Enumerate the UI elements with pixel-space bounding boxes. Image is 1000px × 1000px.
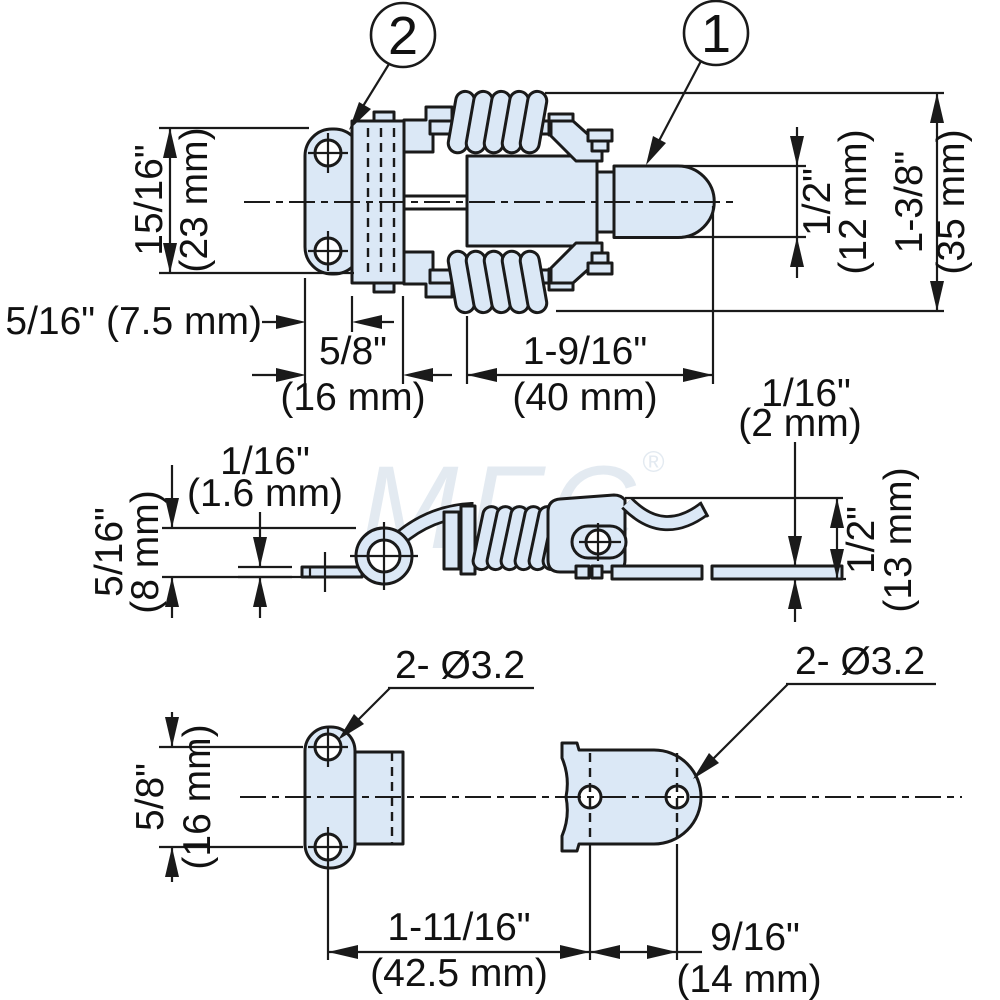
dim-plate-hole-spacing: 5/8" (16 mm): [129, 712, 303, 882]
spring-top-coils: [446, 89, 549, 155]
callout-holes-left: 2- Ø3.2: [338, 644, 534, 740]
watermark-registered-mark: ®: [642, 446, 665, 479]
dim-bar-height-mm: (8 mm): [124, 490, 167, 613]
dim-bar-thickness: 1/16" (1.6 mm): [187, 440, 343, 618]
spring-bottom-assembly: [402, 241, 614, 315]
balloon-2: 2: [349, 1, 437, 130]
dim-plate-height-mm: (23 mm): [173, 127, 216, 272]
dim-hinge-width-in: 5/8": [319, 330, 387, 373]
dim-latch-width-mm: (12 mm): [832, 129, 875, 274]
dim-keeper-hole-spacing-mm: (14 mm): [676, 958, 821, 1000]
dim-latch-width-in: 1/2": [796, 168, 839, 236]
dim-bar-thickness-in: 1/16": [220, 440, 310, 483]
side-view: 5/16" (8 mm) 1/16" (1.6 mm) 1/16" (2 mm)…: [88, 372, 920, 622]
dim-mounting-distance-mm: (42.5 mm): [370, 952, 548, 995]
release-lever: [621, 497, 710, 531]
dim-overall-height: 1-3/8" (35 mm): [545, 91, 973, 313]
hook: [350, 502, 474, 590]
callout-holes-left-label: 2- Ø3.2: [395, 644, 525, 687]
dim-hole-offset-label: 5/16" (7.5 mm): [5, 300, 262, 343]
dim-plate-hole-spacing-mm: (16 mm): [176, 724, 219, 869]
dim-hinge-width-mm: (16 mm): [280, 376, 425, 419]
keeper-plate: [610, 564, 844, 581]
callout-holes-right: 2- Ø3.2: [693, 640, 936, 779]
side-body: [546, 493, 628, 580]
dim-mounting-distance-in: 1-11/16": [387, 906, 530, 949]
dim-spring-length-mm: (40 mm): [512, 376, 657, 419]
dim-latch-width: 1/2" (12 mm): [682, 127, 875, 278]
dim-keeper-thickness-mm: (2 mm): [738, 402, 861, 445]
dim-keeper-hole-spacing: 9/16" (14 mm): [590, 844, 822, 1000]
spring-bottom-coils: [446, 249, 549, 315]
dim-overall-height-in: 1-3/8": [888, 151, 931, 254]
callout-holes-right-label: 2- Ø3.2: [795, 640, 925, 683]
dim-hole-offset: 5/16" (7.5 mm): [5, 278, 394, 384]
dim-spring-length: 1-9/16" (40 mm): [465, 206, 715, 419]
dim-hinge-width: 5/8" (16 mm): [252, 296, 452, 419]
balloon-1: 1: [646, 0, 750, 165]
hidden-pin-lines: [366, 128, 396, 277]
plate-holes: [308, 133, 348, 271]
dim-bar-height-in: 5/16": [88, 507, 131, 597]
dim-lever-height-mm: (13 mm): [877, 467, 920, 612]
dim-lever-height: 1/2" (13 mm): [820, 467, 920, 613]
balloon-2-label: 2: [388, 6, 418, 66]
dim-keeper-thickness-in: 1/16": [761, 372, 851, 415]
dim-plate-hole-spacing-in: 5/8": [129, 763, 172, 831]
dim-lever-height-in: 1/2": [840, 506, 883, 574]
dim-mounting-distance: 1-11/16" (42.5 mm): [326, 844, 592, 995]
dim-plate-height-in: 15/16": [128, 144, 171, 255]
dim-plate-height: 15/16" (23 mm): [128, 126, 354, 275]
dim-overall-height-mm: (35 mm): [930, 129, 973, 274]
dim-bar-thickness-mm: (1.6 mm): [187, 472, 343, 515]
top-view: 15/16" (23 mm) 5/16" (7.5 mm) 5/8" (16 m…: [5, 0, 973, 419]
dim-bar-height: 5/16" (8 mm): [88, 465, 356, 618]
dim-keeper-thickness: 1/16" (2 mm): [738, 372, 862, 622]
balloon-1-label: 1: [701, 4, 731, 64]
dim-keeper-hole-spacing-in: 9/16": [710, 916, 800, 959]
bottom-view: 2- Ø3.2 2- Ø3.2 5/8" (16 mm) 1-11/16" (4…: [129, 640, 962, 1000]
dim-spring-length-in: 1-9/16": [523, 330, 647, 373]
spring-top-assembly: [402, 89, 614, 163]
bottom-keeper-plate: [560, 741, 703, 853]
